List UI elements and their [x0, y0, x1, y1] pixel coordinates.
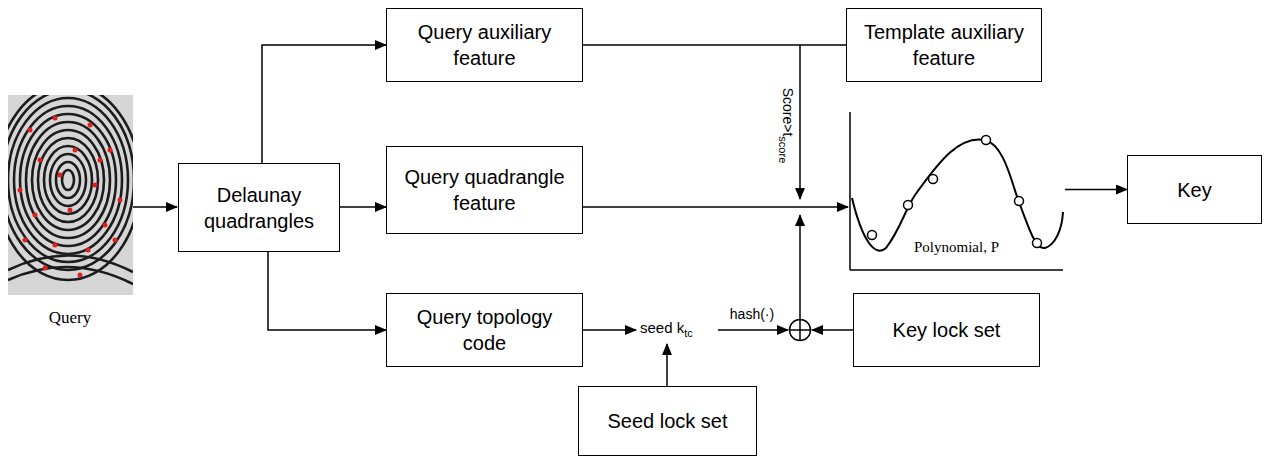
storage-box: Key lock set	[853, 293, 1040, 367]
process-box: Delaunay quadrangles	[178, 163, 340, 252]
merge-wires	[583, 45, 853, 386]
connector-arrow	[268, 252, 386, 330]
box-label: Query topology code	[395, 304, 574, 356]
polynomial-curve	[852, 139, 1063, 250]
output-box: Key	[1127, 155, 1262, 224]
seed-label: seed k	[640, 319, 684, 336]
process-box: Query auxiliary feature	[386, 8, 583, 82]
box-label: Query auxiliary feature	[395, 19, 574, 71]
fingerprint-image	[0, 84, 140, 295]
process-box: Template auxiliary feature	[846, 8, 1042, 82]
box-label: Key	[1177, 177, 1211, 203]
connector-arrow	[1065, 189, 1127, 191]
box-label: Delaunay quadrangles	[187, 182, 331, 234]
threshold-label: Score>t	[780, 87, 796, 136]
xor-symbol	[790, 320, 811, 341]
seed-subscript: tc	[684, 327, 693, 339]
box-label: Seed lock set	[607, 408, 727, 434]
image-caption: Query	[49, 308, 91, 328]
connector-arrow	[583, 44, 846, 46]
plot-label: Polynomial, P	[848, 238, 1065, 256]
box-label: Query quadrangle feature	[395, 164, 574, 216]
box-label: Key lock set	[893, 317, 1001, 343]
process-box: Query topology code	[386, 293, 583, 367]
curve-points	[868, 136, 1042, 248]
polynomial-plot: Polynomial, P	[848, 110, 1065, 272]
connector-arrow	[340, 206, 386, 208]
storage-box: Seed lock set	[578, 386, 757, 456]
image-arrow	[133, 206, 177, 208]
hash-label: hash(·)	[730, 306, 774, 322]
connector-arrow	[262, 45, 386, 163]
threshold-subscript: score	[777, 136, 789, 163]
connector-arrow	[583, 206, 848, 208]
process-box: Query quadrangle feature	[386, 146, 583, 234]
threshold-text: Score>tscore	[775, 87, 796, 163]
seed-text: seed ktc	[640, 319, 693, 342]
box-label: Template auxiliary feature	[855, 19, 1033, 71]
